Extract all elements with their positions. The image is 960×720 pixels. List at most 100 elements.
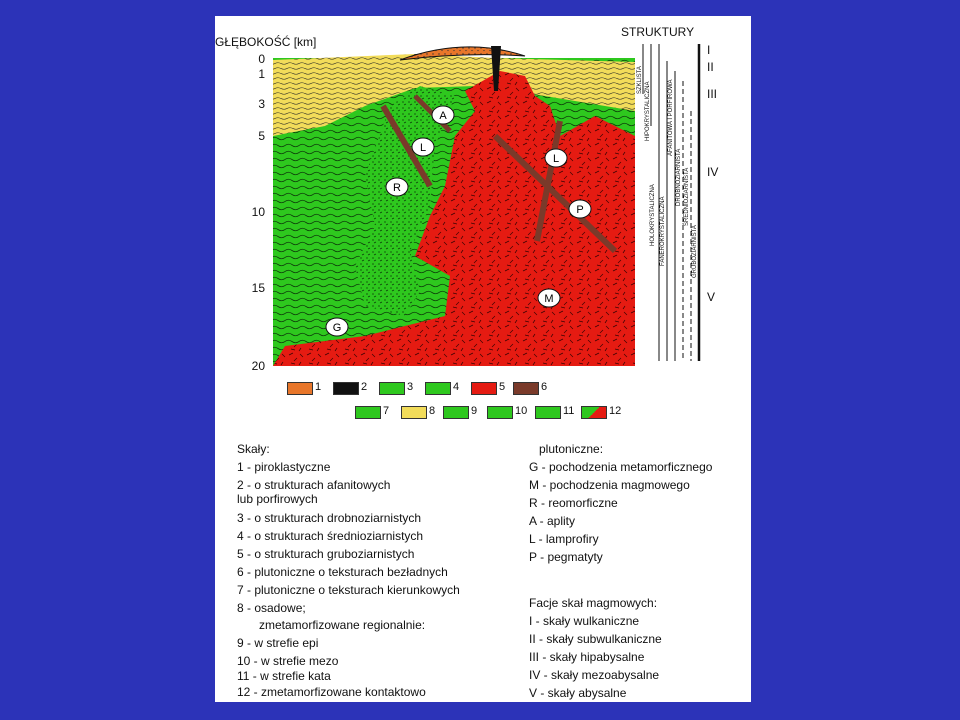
- depth-tick-labels: 0 1 3 5 10 15 20: [252, 52, 266, 373]
- slide: GŁĘBOKOŚĆ [km] 0 1 3 5 10 15 20 A: [215, 16, 751, 702]
- rock-item: 10 - w strefie mezo: [237, 654, 339, 668]
- structure-column-label: AFANITOWA I PORFIROWA: [668, 80, 674, 156]
- circle-label: A: [431, 105, 455, 125]
- facies-mark: IV: [707, 165, 718, 179]
- rock-item: 12 - zmetamorfizowane kontaktowo: [237, 685, 426, 699]
- svg-text:G: G: [333, 322, 342, 334]
- legend-number: 7: [383, 405, 390, 417]
- circle-label: L: [544, 148, 568, 168]
- dike: [492, 133, 618, 254]
- rock-item: lub porfirowych: [237, 492, 318, 506]
- structures-title: STRUKTURY: [621, 25, 694, 39]
- structure-column-lines: [642, 44, 701, 361]
- facies-item: III - skały hipabysalne: [529, 650, 645, 664]
- depth-tick-label: 10: [252, 205, 266, 219]
- depth-tick-label: 20: [252, 359, 266, 373]
- depth-axis-title: GŁĘBOKOŚĆ [km]: [215, 34, 316, 49]
- legend-swatch-coarse-grained: [471, 382, 497, 395]
- plutonic-item: P - pegmatyty: [529, 550, 603, 564]
- rock-item: 5 - o strukturach gruboziarnistych: [237, 547, 415, 561]
- legend-number: 1: [315, 381, 322, 393]
- legend-number: 11: [563, 405, 575, 417]
- facies-title: Facje skał magmowych:: [529, 596, 658, 610]
- svg-text:P: P: [576, 204, 583, 216]
- svg-text:L: L: [553, 153, 559, 165]
- legend-swatch-aphanitic: [333, 382, 359, 395]
- svg-text:M: M: [544, 293, 553, 305]
- legend-swatch-medium-grained: [425, 382, 451, 395]
- structure-column-label: SZKLISTA: [637, 66, 643, 94]
- rock-item: 1 - piroklastyczne: [237, 460, 331, 474]
- structure-column-label: HIPOKRYSTALICZNA: [645, 82, 651, 141]
- svg-text:R: R: [393, 182, 401, 194]
- facies-item: II - skały subwulkaniczne: [529, 632, 662, 646]
- facies-item: IV - skały mezoabysalne: [529, 668, 660, 682]
- volcanic-vent: [491, 46, 501, 91]
- legend-swatch-epi: [443, 406, 469, 419]
- sedimentary-layer: [273, 54, 635, 136]
- facies-marks: I II III IV V: [707, 43, 718, 304]
- circle-label: P: [568, 199, 592, 219]
- legend-number: 2: [361, 381, 368, 393]
- facies-mark: III: [707, 87, 717, 101]
- structure-column-label: ŚREDNIOZIARNISTA: [682, 168, 690, 226]
- legend-number: 4: [453, 381, 460, 393]
- rock-item: 6 - plutoniczne o teksturach bezładnych: [237, 565, 448, 579]
- rock-item: 9 - w strefie epi: [237, 636, 319, 650]
- legend-swatch-plutonic-directional: [355, 406, 381, 419]
- legend-number: 9: [471, 405, 478, 417]
- legend-swatch-pyroclastic: [287, 382, 313, 395]
- structure-column-label: GRUBOZIARNISTA: [692, 225, 698, 278]
- legend-swatch-fine-grained: [379, 382, 405, 395]
- legend-swatch-kata: [535, 406, 561, 419]
- depth-tick-label: 0: [258, 52, 265, 66]
- plutonic-item: L - lamprofiry: [529, 532, 599, 546]
- circle-label: G: [325, 317, 349, 337]
- plutonic-item: R - reomorficzne: [529, 496, 618, 510]
- legend-swatch-sedimentary: [401, 406, 427, 419]
- svg-text:A: A: [439, 110, 447, 122]
- facies-mark: V: [707, 290, 715, 304]
- dike: [380, 104, 433, 188]
- plutonic-item: M - pochodzenia magmowego: [529, 478, 690, 492]
- rock-item: 3 - o strukturach drobnoziarnistych: [237, 511, 422, 525]
- circle-labels: A L L R P M G: [325, 105, 592, 337]
- legend-number: 3: [407, 381, 414, 393]
- legend-swatch-mezo: [487, 406, 513, 419]
- geologic-cross-section: GŁĘBOKOŚĆ [km] 0 1 3 5 10 15 20 A: [215, 25, 718, 373]
- rocks-title: Skały:: [237, 442, 270, 456]
- facies-item: I - skały wulkaniczne: [529, 614, 640, 628]
- circle-label: M: [537, 288, 561, 308]
- circle-label: R: [385, 177, 409, 197]
- rock-item: 11 - w strefie kata: [237, 669, 331, 683]
- svg-text:L: L: [420, 142, 426, 154]
- legend-number: 8: [429, 405, 436, 417]
- depth-tick-label: 5: [258, 129, 265, 143]
- structure-column-label: DROBNOZIARNISTA: [676, 149, 682, 206]
- dike: [534, 120, 563, 242]
- facies-mark: I: [707, 43, 710, 57]
- facies-mark: II: [707, 60, 714, 74]
- rock-item: 8 - osadowe;: [237, 601, 306, 615]
- legend-number: 10: [515, 405, 528, 417]
- facies-item: V - skały abysalne: [529, 686, 627, 700]
- structure-column-labels: SZKLISTA HIPOKRYSTALICZNA AFANITOWA I PO…: [637, 66, 698, 278]
- rock-item: 7 - plutoniczne o teksturach kierunkowyc…: [237, 583, 460, 597]
- plutonic-item: A - aplity: [529, 514, 576, 528]
- legend-swatch-plutonic-random: [513, 382, 539, 395]
- depth-tick-label: 15: [252, 281, 266, 295]
- legend-swatch-contact: [581, 406, 607, 419]
- depth-tick-label: 3: [258, 97, 265, 111]
- circle-label: L: [411, 137, 435, 157]
- structure-column-label: FANEROKRYSTALICZNA: [660, 197, 666, 266]
- structure-column-label: HOLOKRYSTALICZNA: [650, 184, 656, 246]
- legend-number: 5: [499, 381, 506, 393]
- plutonic-item: G - pochodzenia metamorficznego: [529, 460, 713, 474]
- plutonic-title: plutoniczne:: [539, 442, 604, 456]
- rock-item: 2 - o strukturach afanitowych: [237, 478, 391, 492]
- legend-number: 6: [541, 381, 548, 393]
- legend-number: 12: [609, 405, 622, 417]
- rock-item: 4 - o strukturach średnioziarnistych: [237, 529, 424, 543]
- depth-tick-label: 1: [258, 67, 265, 81]
- rock-item: zmetamorfizowane regionalnie:: [259, 618, 426, 632]
